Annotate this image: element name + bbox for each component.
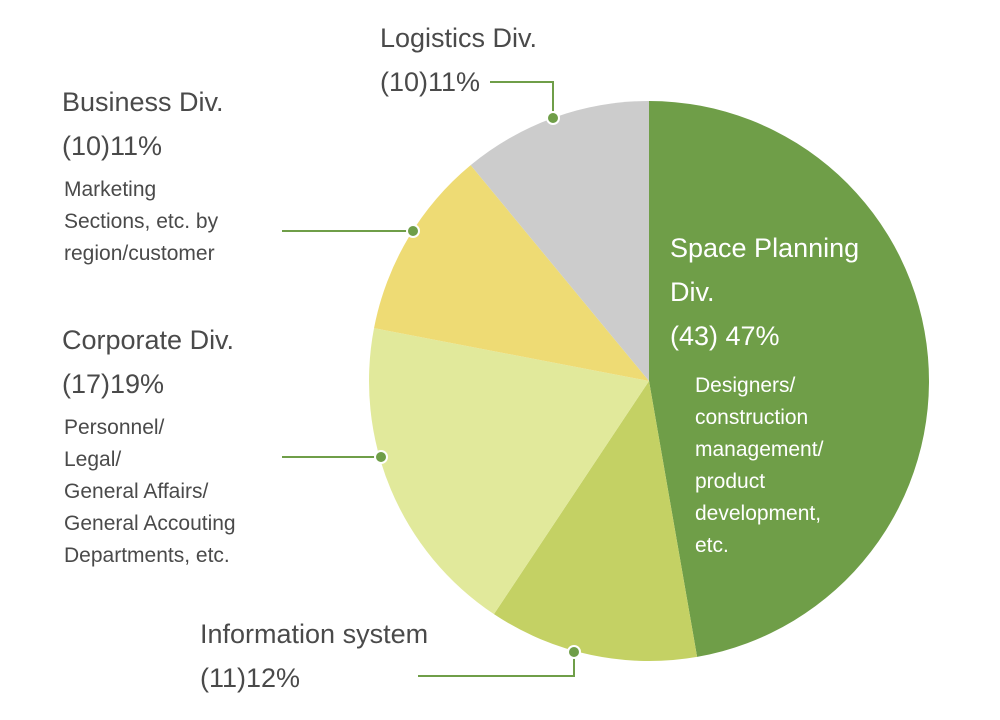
leader-dot-information-system [567,645,581,659]
desc-corporate: Personnel/ Legal/ General Affairs/ Gener… [64,412,236,572]
label-information-system: Information system (11)12% [200,612,428,700]
desc-line: development, [695,502,822,525]
label-business: Business Div. (10)11% [62,80,224,168]
leader-dot-corporate [374,450,388,464]
slice-name-business: Business Div. [62,87,224,117]
slice-name-information-system: Information system [200,619,429,649]
desc-line: General Accouting [64,512,236,535]
slice-name-space-planning-line2: Div. [670,277,715,307]
desc-line: Personnel/ [64,416,165,439]
desc-line: management/ [695,438,824,461]
slice-value-corporate: (17)19% [62,369,165,399]
slice-value-information-system: (11)12% [200,663,301,693]
desc-line: Designers/ [695,374,796,397]
pie-slice-space-planning [649,101,930,657]
pie-slices [368,101,930,662]
slice-value-space-planning: (43) 47% [670,321,780,351]
desc-line: etc. [695,534,729,557]
desc-line: Sections, etc. by [64,210,219,233]
desc-line: General Affairs/ [64,480,209,503]
desc-line: region/customer [64,242,215,265]
leader-line-information-system [418,652,575,677]
slice-name-space-planning: Space Planning [670,233,860,263]
desc-line: Departments, etc. [64,544,230,567]
desc-space-planning: Designers/ construction management/ prod… [695,370,823,562]
desc-line: Legal/ [64,448,122,471]
label-logistics: Logistics Div. (10)11% [380,16,537,104]
pie-slice-information-system [493,381,698,662]
slice-value-logistics: (10)11% [380,67,481,97]
desc-line: Marketing [64,178,157,201]
leader-dot-logistics [546,111,560,125]
leader-dot-business [406,224,420,238]
desc-business: Marketing Sections, etc. by region/custo… [64,174,218,270]
label-corporate: Corporate Div. (17)19% [62,318,234,406]
pie-slice-business [374,165,649,381]
desc-line: product [695,470,766,493]
leader-line-logistics [490,81,554,118]
slice-name-corporate: Corporate Div. [62,325,235,355]
slice-value-business: (10)11% [62,131,163,161]
slice-name-logistics: Logistics Div. [380,23,538,53]
pie-slice-corporate [368,328,649,615]
leader-lines [282,81,581,677]
desc-line: construction [695,406,809,429]
pie-slice-logistics [470,101,649,381]
label-space-planning: Space Planning Div. (43) 47% [670,226,859,358]
